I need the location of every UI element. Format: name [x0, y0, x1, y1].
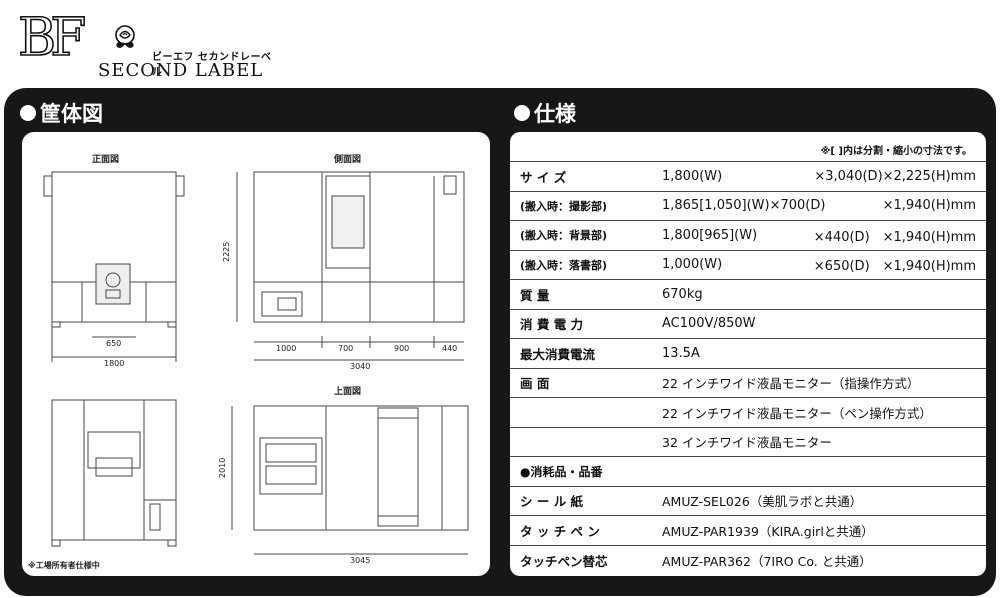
spec-row-mass: 質 量 670kg [510, 280, 986, 310]
consumable-value: AMUZ-SEL026（美肌ラボと共通） [662, 494, 863, 510]
logo-subtitle: SECOND LABEL [98, 60, 264, 81]
drawing-footnote: ※工場所有者仕様中 [28, 561, 100, 570]
spec-table: ※[ ]内は分割・縮小の寸法です。 サ イ ズ 1,800(W) ×3,040(… [510, 132, 986, 576]
dim-top-height: 2010 [218, 457, 227, 478]
dim-side-seg3: 900 [394, 344, 410, 353]
consumable-value: AMUZ-PAR1939（KIRA.girlと共通） [662, 523, 874, 539]
bullet-icon [514, 105, 530, 121]
brand-logo: BF ビーエフ セカンドレーベル SECOND LABEL [17, 7, 278, 81]
consumable-row-sticker: シ ー ル 紙 AMUZ-SEL026（美肌ラボと共通） [510, 487, 986, 516]
spec-row-screen-1: 画 面 22 インチワイド液晶モニター（指操作方式） [510, 369, 986, 398]
spec-value-2: ×440(D) ×1,940(H)mm [813, 229, 976, 245]
top-view-label: 上面図 [334, 387, 362, 397]
dim-side-height: 2225 [222, 241, 231, 262]
drawings-panel: 正面図 側面図 上面図 650 1800 2225 1000 700 900 4… [22, 132, 490, 576]
spec-row-carry-back: (搬入時：背景部) 1,800[965](W) ×440(D) ×1,940(H… [510, 221, 986, 251]
spec-value: 1,000(W) [662, 257, 723, 273]
spec-label: 最大消費電流 [520, 346, 596, 362]
dim-side-seg2: 700 [338, 344, 354, 353]
spec-label: (搬入時：落書部) [520, 258, 608, 272]
consumable-value: AMUZ-PAR362（7IRO Co. と共通） [662, 553, 872, 569]
spec-value: 13.5A [662, 345, 700, 361]
spec-value-2: ×3,040(D)×2,225(H)mm [814, 168, 976, 184]
spec-value: 22 インチワイド液晶モニター（ペン操作方式） [662, 405, 932, 421]
spec-row-screen-2: 22 インチワイド液晶モニター（ペン操作方式） [510, 398, 986, 428]
consumable-row-pen: タ ッ チ ペ ン AMUZ-PAR1939（KIRA.girlと共通） [510, 516, 986, 546]
spec-label: (搬入時：撮影部) [520, 199, 608, 213]
spec-value: 1,865[1,050](W)×700(D) [662, 198, 826, 214]
dim-front-total: 1800 [104, 359, 125, 368]
spec-value: AC100V/850W [662, 316, 756, 332]
consumable-row-pen-tip: タッチペン替芯 AMUZ-PAR362（7IRO Co. と共通） [510, 546, 986, 576]
bullet-icon [20, 105, 36, 121]
spec-label: 画 面 [520, 376, 550, 392]
consumable-label: シ ー ル 紙 [520, 494, 584, 510]
spec-value: 1,800[965](W) [662, 227, 758, 243]
dim-side-total: 3040 [350, 362, 371, 371]
consumable-label: タ ッ チ ペ ン [520, 523, 600, 539]
cabinet-drawings [43, 171, 469, 555]
spec-value: 32 インチワイド液晶モニター [662, 435, 832, 451]
spec-value-2: ×1,940(H)mm [882, 198, 976, 214]
spec-label: (搬入時：背景部) [520, 229, 608, 243]
section-title-drawings: 筐体図 [20, 98, 103, 128]
spec-row-carry-draw: (搬入時：落書部) 1,000(W) ×650(D) ×1,940(H)mm [510, 251, 986, 280]
consumables-heading: ●消耗品・品番 [510, 457, 986, 487]
spec-label: サ イ ズ [520, 169, 567, 185]
front-view-label: 正面図 [92, 155, 120, 165]
section-title-spec: 仕様 [514, 98, 576, 128]
spec-value: 1,800(W) [662, 168, 723, 184]
spec-value: 22 インチワイド液晶モニター（指操作方式） [662, 376, 920, 392]
spec-note: ※[ ]内は分割・縮小の寸法です。 [510, 132, 986, 162]
logo-kana: ビーエフ セカンドレーベル [152, 52, 272, 78]
dim-front-inner: 650 [106, 339, 122, 348]
consumable-label: タッチペン替芯 [520, 553, 608, 569]
spec-label: 質 量 [520, 287, 550, 303]
spec-row-screen-3: 32 インチワイド液晶モニター [510, 428, 986, 457]
spec-row-size: サ イ ズ 1,800(W) ×3,040(D)×2,225(H)mm [510, 162, 986, 192]
side-view-label: 側面図 [334, 155, 362, 165]
dim-side-seg1: 1000 [276, 344, 297, 353]
spec-row-power: 消 費 電 力 AC100V/850W [510, 310, 986, 339]
rose-icon [115, 25, 135, 48]
dim-top-total: 3045 [350, 556, 371, 565]
spec-value: 670kg [662, 286, 703, 302]
logo-bf-letters: BF [17, 7, 87, 69]
spec-row-current: 最大消費電流 13.5A [510, 339, 986, 369]
dim-side-seg4: 440 [442, 344, 458, 353]
spec-row-carry-photo: (搬入時：撮影部) 1,865[1,050](W)×700(D) ×1,940(… [510, 192, 986, 221]
spec-label: 消 費 電 力 [520, 317, 584, 333]
spec-value-2: ×650(D) ×1,940(H)mm [813, 259, 976, 275]
